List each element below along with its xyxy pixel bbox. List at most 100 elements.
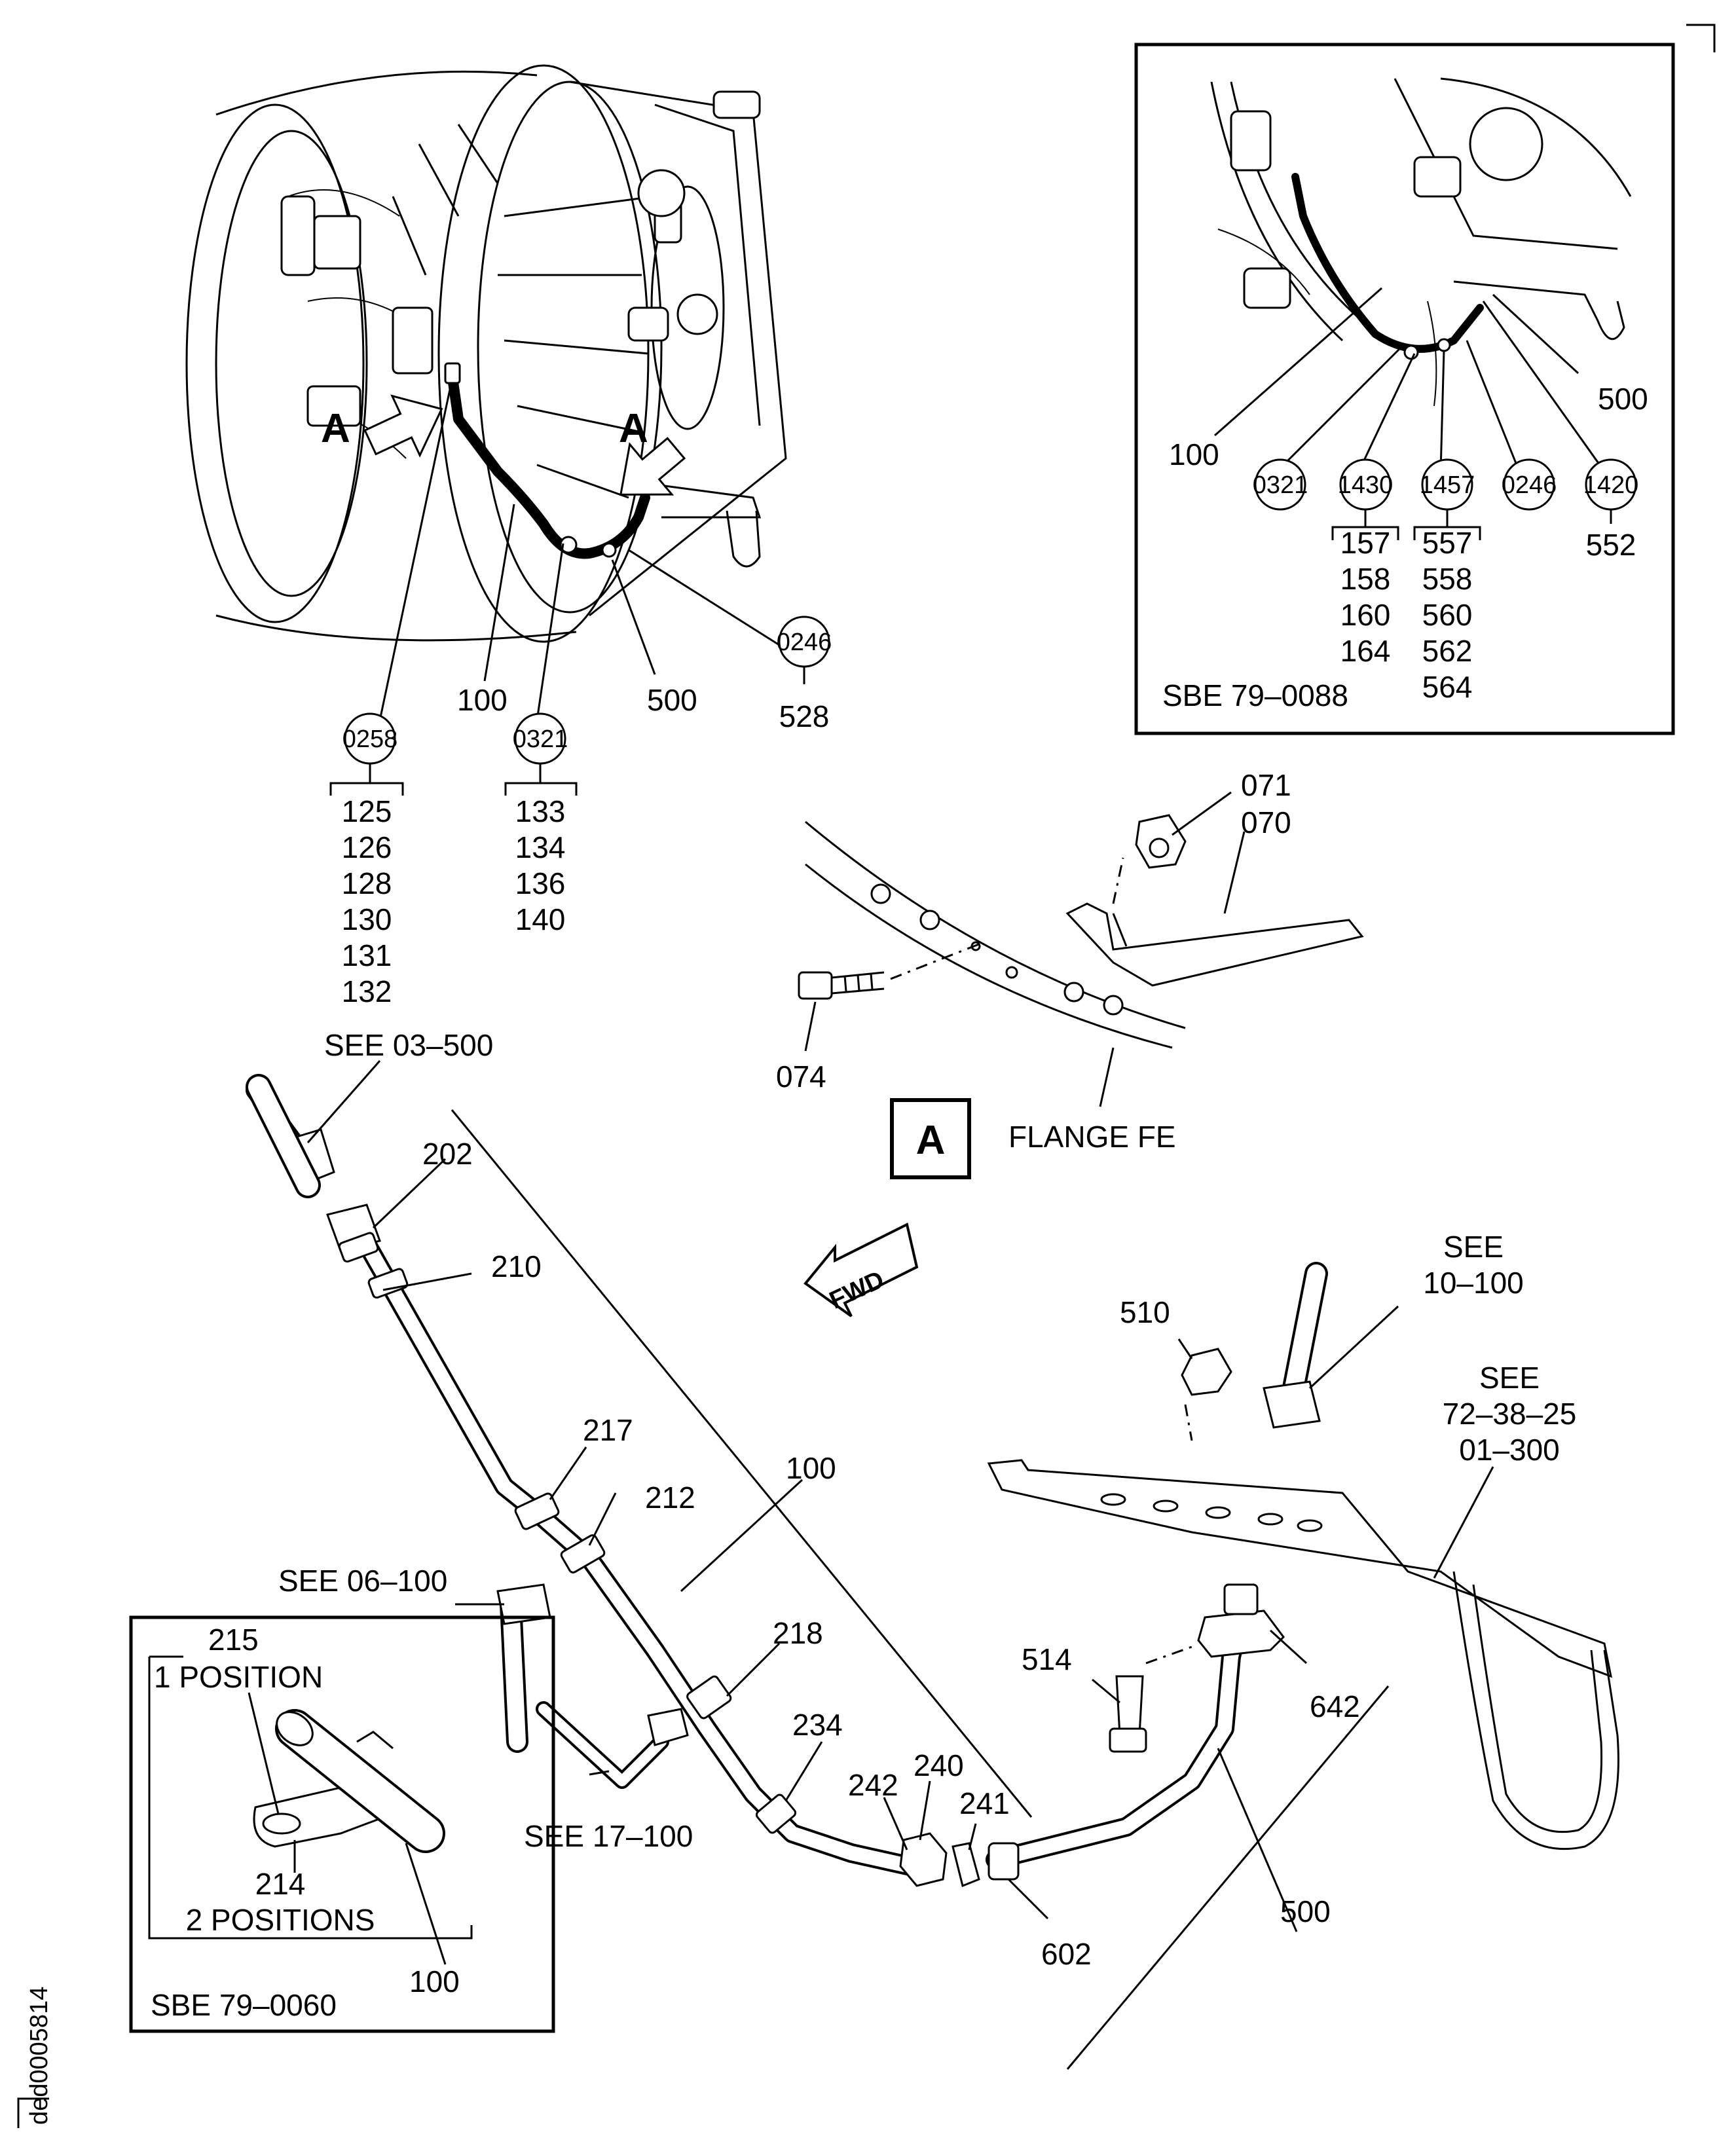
bubble-0246: 0246 528 — [777, 616, 832, 733]
svg-text:72–38–25: 72–38–25 — [1443, 1397, 1577, 1431]
svg-text:560: 560 — [1422, 598, 1473, 632]
detail-callout-070: 070 — [1241, 805, 1291, 839]
svg-text:0258: 0258 — [342, 726, 398, 753]
inset-title-sbe-79-0088: SBE 79–0088 — [1162, 678, 1348, 712]
callout-500: 500 — [647, 683, 697, 717]
bubble-0258: 0258 — [329, 712, 404, 796]
svg-text:140: 140 — [515, 902, 566, 936]
engine-top-view: A A 100 500 0246 528 0258 125 12 — [185, 64, 832, 1008]
svg-text:0246: 0246 — [777, 629, 832, 656]
svg-text:558: 558 — [1422, 562, 1473, 596]
fwd-arrow: FWD — [803, 1223, 919, 1317]
callout-642: 642 — [1310, 1689, 1360, 1723]
callout-241: 241 — [959, 1786, 1010, 1820]
inset-sbe-79-0088: 500 100 0321 1430 1457 0246 1420 552 157 — [1134, 43, 1675, 735]
svg-text:131: 131 — [342, 938, 392, 972]
svg-text:1420: 1420 — [1583, 471, 1639, 499]
nut-240 — [899, 1832, 948, 1887]
bubble-0321: 0321 — [504, 712, 578, 796]
svg-text:157: 157 — [1340, 526, 1391, 560]
callout-510: 510 — [1120, 1295, 1170, 1329]
ref-see-06-100: SEE 06–100 — [278, 1564, 447, 1598]
detail-a-flange: 071 070 074 A FLANGE FE — [776, 768, 1364, 1179]
callout-212: 212 — [645, 1481, 695, 1515]
svg-text:125: 125 — [342, 794, 392, 828]
svg-text:SEE: SEE — [1443, 1230, 1504, 1264]
inset-title-sbe-79-0060: SBE 79–0060 — [151, 1988, 337, 2022]
detail-callout-074: 074 — [776, 1059, 826, 1094]
inset-2-positions: 2 POSITIONS — [186, 1903, 375, 1937]
callout-234: 234 — [792, 1708, 843, 1742]
inset-bubble-1457: 1457 — [1413, 458, 1481, 540]
ref-see-10-100: SEE 10–100 — [1423, 1230, 1524, 1300]
svg-text:132: 132 — [342, 974, 392, 1008]
svg-text:134: 134 — [515, 830, 566, 864]
callout-602: 602 — [1041, 1937, 1092, 1971]
inset-callout-214: 214 — [255, 1867, 306, 1901]
callout-210: 210 — [491, 1249, 542, 1283]
ref-see-72-38-25: SEE 72–38–25 01–300 — [1443, 1361, 1577, 1467]
svg-text:557: 557 — [1422, 526, 1473, 560]
svg-text:1430: 1430 — [1338, 471, 1394, 499]
inset-bubble-0321: 0321 — [1253, 458, 1308, 511]
svg-text:562: 562 — [1422, 634, 1473, 668]
callout-240: 240 — [914, 1748, 964, 1782]
inset-list-1457: 557 558 560 562 564 — [1422, 526, 1473, 704]
main-harness-view: SEE 03–500 202 210 217 212 100 218 234 2… — [246, 1028, 1619, 2070]
svg-text:SEE: SEE — [1479, 1361, 1540, 1395]
view-arrow-a-right: A — [619, 406, 686, 496]
flange-642 — [1197, 1610, 1285, 1658]
svg-text:164: 164 — [1340, 634, 1391, 668]
bolt-514 — [1115, 1675, 1144, 1737]
svg-text:10–100: 10–100 — [1423, 1266, 1524, 1300]
inset-1-position: 1 POSITION — [154, 1660, 323, 1694]
callout-218: 218 — [773, 1616, 823, 1650]
svg-text:1457: 1457 — [1420, 471, 1475, 499]
inset-sbe-79-0060: 215 1 POSITION 214 2 POSITIONS 100 SBE 7… — [129, 1615, 555, 2033]
callout-100: 100 — [457, 683, 508, 717]
svg-text:0321: 0321 — [513, 726, 568, 753]
callout-242: 242 — [848, 1768, 898, 1802]
inset-callout-100-sbe0060: 100 — [409, 1964, 460, 1998]
view-letter-a-left: A — [321, 406, 350, 451]
svg-text:160: 160 — [1340, 598, 1391, 632]
inset-bubble-0246: 0246 — [1502, 458, 1557, 511]
callout-202: 202 — [422, 1137, 473, 1171]
svg-text:0321: 0321 — [1253, 471, 1308, 499]
ref-see-17-100: SEE 17–100 — [524, 1819, 693, 1853]
bracket-72-38-25 — [987, 1459, 1613, 1678]
detail-letter-a: A — [916, 1118, 946, 1163]
list-0321: 133 134 136 140 — [515, 794, 566, 936]
callout-500-main: 500 — [1280, 1894, 1331, 1928]
callout-514: 514 — [1022, 1642, 1072, 1676]
inset-callout-500: 500 — [1598, 382, 1648, 416]
ref-see-03-500: SEE 03–500 — [324, 1028, 493, 1062]
view-letter-a-right: A — [619, 406, 648, 451]
inset-callout-215: 215 — [208, 1623, 259, 1657]
inset-bubble-1420: 1420 552 — [1583, 458, 1639, 562]
callout-100-main: 100 — [786, 1451, 836, 1485]
callout-528: 528 — [779, 699, 830, 733]
svg-text:126: 126 — [342, 830, 392, 864]
inset-bubble-1430: 1430 — [1331, 458, 1399, 540]
svg-text:136: 136 — [515, 866, 566, 900]
view-arrow-a-left: A — [321, 394, 443, 458]
svg-text:01–300: 01–300 — [1459, 1433, 1560, 1467]
engine-outline — [185, 64, 787, 643]
svg-text:0246: 0246 — [1502, 471, 1557, 499]
nut-510 — [1181, 1348, 1232, 1396]
svg-text:128: 128 — [342, 866, 392, 900]
document-id: ded0005814 — [17, 1987, 53, 2128]
inset-list-1430: 157 158 160 164 — [1340, 526, 1391, 668]
inset-callout-552: 552 — [1586, 528, 1636, 562]
svg-text:564: 564 — [1422, 670, 1473, 704]
list-0258: 125 126 128 130 131 132 — [342, 794, 392, 1008]
inset-callout-100: 100 — [1169, 437, 1219, 471]
callout-217: 217 — [583, 1413, 633, 1447]
detail-callout-071: 071 — [1241, 768, 1291, 802]
svg-text:133: 133 — [515, 794, 566, 828]
corner-crop-mark — [1686, 24, 1716, 52]
document-id-text: ded0005814 — [26, 1987, 53, 2125]
detail-caption-flange-fe: FLANGE FE — [1008, 1120, 1176, 1154]
